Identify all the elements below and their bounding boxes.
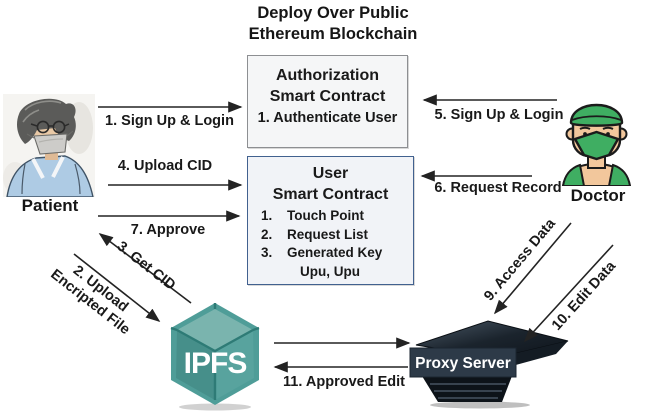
diagram-title-line2: Ethereum Blockchain (248, 25, 418, 43)
doctor-scrub-right (607, 163, 632, 186)
auth-box-title-line2: Smart Contract (269, 88, 386, 105)
patient-glasses (52, 120, 66, 134)
arrow-label-1: 1. Sign Up & Login (105, 113, 234, 129)
patient-shirt (6, 155, 94, 197)
ipfs-right-face (215, 330, 254, 400)
hair-streaks (22, 100, 62, 123)
proxy-server-icon: Proxy Server (409, 320, 569, 409)
ipfs-left-face (176, 330, 215, 400)
list-item-number: 2. (261, 226, 273, 242)
arrow-label-10: 10. Edit Data (548, 258, 620, 334)
ipfs-cube-edges (170, 303, 260, 400)
user-box-list: 1. Touch Point 2. Request List 3. Genera… (248, 207, 413, 281)
arrow-label-4: 4. Upload CID (117, 158, 213, 174)
list-item-continuation: Upu, Upu (300, 263, 360, 279)
list-item: 2. Request List (261, 226, 413, 245)
server-shadow (430, 401, 530, 409)
user-smart-contract-box: User Smart Contract 1. Touch Point 2. Re… (247, 156, 414, 285)
doctor-mask (573, 130, 620, 161)
arrow-label-9: 9. Access Data (481, 215, 559, 305)
patient-illustration-icon (3, 94, 95, 197)
patient-glasses (36, 120, 50, 134)
auth-box-item: 1. Authenticate User (257, 110, 398, 126)
doctor-scrub-left (561, 163, 586, 186)
ipfs-logo-icon: IPFS (170, 303, 260, 411)
list-item-text: Request List (287, 226, 369, 242)
proxy-label-band (409, 347, 517, 378)
list-item-number: 1. (261, 208, 273, 223)
arrow-label-7: 7. Approve (130, 222, 206, 238)
list-item-text: Touch Point (287, 208, 364, 223)
doctor-label: Doctor (570, 186, 626, 205)
mask-straps (26, 130, 74, 139)
list-item: 1. Touch Point (261, 207, 413, 226)
arrow-label-6: 6. Request Record (434, 180, 562, 196)
ipfs-label: IPFS (184, 347, 247, 380)
arrow-label-11: 11. Approved Edit (283, 374, 405, 390)
patient-collar (31, 156, 65, 179)
shirt-sketch-lines (21, 163, 81, 195)
doctor-illustration-icon (561, 103, 632, 186)
patient-mask (33, 133, 68, 155)
list-item: 3. Generated Key (261, 244, 413, 263)
server-bottom (422, 376, 512, 402)
list-item-number: 3. (261, 245, 273, 260)
proxy-server-label: Proxy Server (415, 355, 511, 372)
doctor-eyebrows (579, 126, 614, 130)
ipfs-shadow (179, 403, 251, 411)
glasses-bridge (30, 123, 70, 127)
arrow-label-5: 5. Sign Up & Login (434, 107, 564, 123)
auth-box-title-line1: Authorization (275, 67, 380, 84)
diagram-title-line1: Deploy Over Public (257, 4, 409, 22)
diagram-title: Deploy Over Public Ethereum Blockchain (228, 3, 438, 45)
doctor-cap (569, 103, 624, 127)
list-item-text: Generated Key (287, 245, 383, 260)
user-box-title-line2: Smart Contract (272, 186, 389, 203)
server-vents (430, 383, 506, 399)
cap-band (571, 115, 622, 121)
user-box-title-line1: User (312, 165, 349, 182)
patient-label: Patient (21, 196, 79, 215)
mask-fold (38, 138, 64, 143)
authorization-smart-contract-box: Authorization Smart Contract 1. Authenti… (247, 55, 408, 148)
